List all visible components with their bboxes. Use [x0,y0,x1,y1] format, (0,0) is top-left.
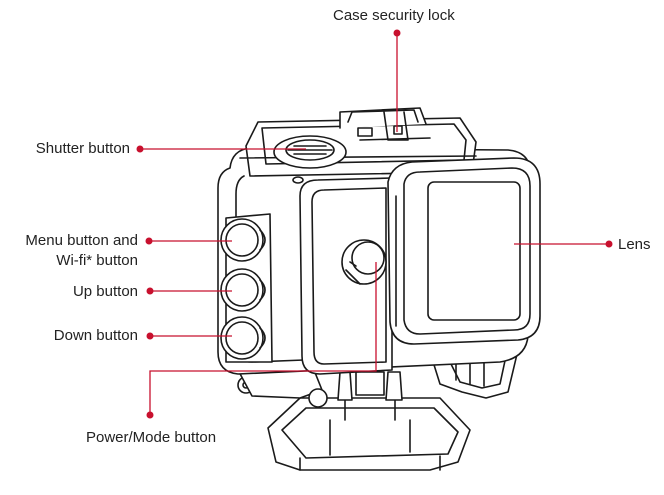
mount-base [267,371,471,471]
dot-power [146,411,154,419]
label-case-security-lock: Case security lock [333,7,455,24]
dot-up [146,287,154,295]
dot-shutter [136,145,144,153]
label-lens: Lens [618,236,651,253]
dot-lens [605,240,613,248]
leader-dots [136,29,613,419]
dot-case-lock [393,29,401,37]
label-down-button: Down button [53,327,138,344]
lens-window-shape [387,157,541,345]
label-shutter-button: Shutter button [35,140,130,157]
power-button-shape [341,239,387,285]
label-menu-button-line2: Wi-fi* button [56,252,138,269]
label-up-button: Up button [72,283,138,300]
dot-menu [145,237,153,245]
side-buttons-shape [220,213,273,363]
dot-down [146,332,154,340]
leader-power [149,262,377,415]
label-menu-button-line1: Menu button and [25,232,138,249]
label-power-mode-button: Power/Mode button [86,429,217,446]
leader-lines [140,33,609,415]
shutter-button-shape [273,135,347,184]
